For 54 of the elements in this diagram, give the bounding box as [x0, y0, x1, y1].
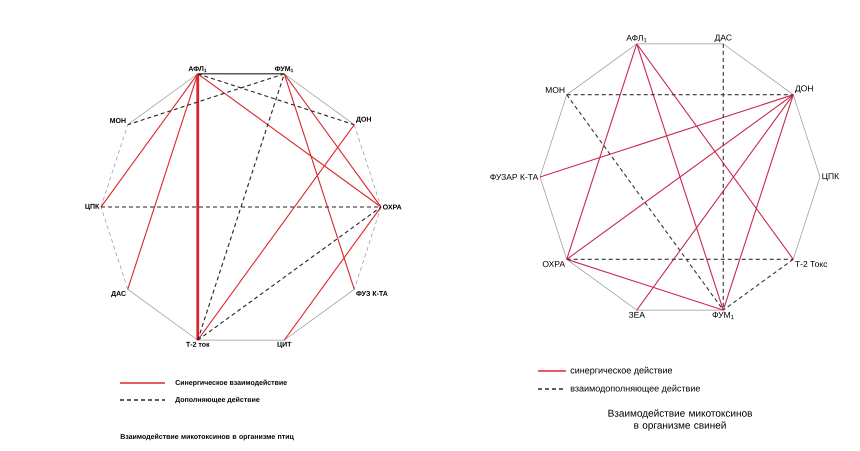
vertex-label: ФУЗАР К-ТА — [490, 174, 538, 180]
connector-line — [101, 206, 381, 208]
connector-line — [197, 73, 382, 208]
connector-line — [100, 74, 198, 208]
connector-line — [636, 44, 724, 310]
connector-line — [792, 94, 820, 178]
caption-text: Взаимодействие микотоксинов в организме свиней — [608, 409, 752, 431]
connector-line — [127, 288, 198, 340]
connector-line — [722, 258, 794, 311]
vertex-label: ЗЕА — [628, 312, 645, 318]
connector-line — [792, 176, 820, 260]
vertex-label: ОХРА — [542, 261, 566, 267]
connector-line — [100, 206, 128, 290]
connector-line — [566, 258, 638, 310]
connector-line — [198, 73, 284, 74]
connector-line — [566, 94, 724, 310]
connector-line — [540, 94, 794, 178]
connector-line — [284, 206, 382, 340]
connector-line — [354, 206, 382, 290]
connector-line — [566, 258, 794, 260]
connector-line — [197, 124, 355, 340]
connector-line — [540, 176, 568, 260]
connector-line — [196, 74, 200, 340]
connector-line — [566, 94, 794, 260]
connector-line — [566, 258, 724, 311]
vertex-label: ФУМ$_{1}$ — [712, 312, 734, 320]
legend-text: синергическое действие — [570, 366, 672, 376]
legend-text: взаимодополняющее действие — [570, 384, 700, 394]
connector-line — [636, 44, 794, 260]
connector-line — [284, 74, 382, 208]
vertex-label: АФЛ$_{1}$ — [626, 34, 646, 42]
connector-line — [284, 74, 355, 290]
connector-line — [127, 74, 198, 126]
connector-line — [198, 73, 354, 126]
vertex-label: Т-2 Токс — [795, 261, 828, 267]
connector-line — [354, 124, 382, 208]
connector-line — [722, 94, 794, 310]
connector-line — [540, 94, 568, 178]
connector-line — [197, 206, 382, 341]
connector-line — [566, 94, 794, 96]
connector-line — [566, 44, 638, 96]
connector-line — [566, 44, 638, 260]
connector-line — [128, 73, 284, 126]
connector-line — [722, 44, 794, 96]
vertex-label: ЦПК — [822, 173, 840, 181]
vertex-label: МОН — [546, 87, 564, 93]
connector-line — [636, 94, 794, 310]
connector-line — [197, 74, 285, 340]
vertex-label: ДАС — [714, 34, 732, 42]
connector-line — [100, 124, 128, 208]
connector-line — [284, 288, 355, 340]
connector-line — [127, 74, 198, 290]
connector-line — [284, 74, 355, 126]
vertex-label: ДОН — [795, 85, 813, 93]
